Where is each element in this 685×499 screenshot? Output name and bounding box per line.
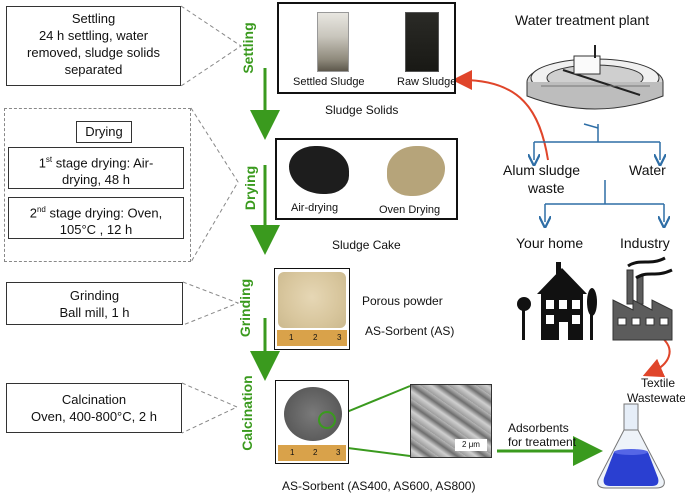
- drying-title: Drying: [85, 124, 123, 139]
- grinding-step-box: Grinding Ball mill, 1 h: [6, 282, 183, 325]
- sem-micrograph: 2 μm: [410, 384, 492, 458]
- scale-bar-label: 2 μm: [462, 440, 480, 449]
- settled-sludge-caption: Settled Sludge: [293, 76, 365, 88]
- calcination-step-box: Calcination Oven, 400-800°C, 2 h: [6, 383, 182, 433]
- alum-sludge-label: Alum sludge: [503, 162, 581, 178]
- settling-box-line: 24 h settling, water: [38, 28, 149, 43]
- raw-sludge-caption: Raw Sludge: [397, 76, 457, 88]
- ruler: 1 2 3: [278, 445, 346, 461]
- settling-photo: Settled Sludge Raw Sludge: [277, 2, 456, 94]
- settling-box-line: removed, sludge solids: [27, 45, 160, 60]
- calcination-box-line: Oven, 400-800°C, 2 h: [31, 409, 157, 424]
- red-arrow-sludge-return: [452, 70, 549, 161]
- your-home-label: Your home: [516, 235, 584, 251]
- industry-label: Industry: [620, 235, 670, 251]
- plant-title: Water treatment plant: [515, 12, 650, 28]
- calcination-callout: [181, 382, 239, 434]
- calcination-photo: 1 2 3: [275, 380, 349, 464]
- stage-label-calcination: Calcination: [239, 375, 255, 451]
- air-drying-caption: Air-drying: [291, 202, 339, 214]
- for-treatment-label: for treatment: [508, 435, 577, 449]
- grinding-box-title: Grinding: [69, 288, 120, 303]
- sludge-solids-label: Sludge Solids: [325, 103, 399, 117]
- house-illustration: [517, 262, 597, 340]
- stage-label-grinding: Grinding: [237, 278, 253, 338]
- alum-sludge-waste-label: waste: [528, 180, 565, 196]
- ruler: 1 2 3: [277, 330, 347, 346]
- grinding-callout: [182, 281, 240, 326]
- water-label: Water: [629, 162, 666, 178]
- raw-sludge-beaker: [405, 12, 439, 72]
- settling-callout: [180, 5, 242, 87]
- drying-photo: Air-drying Oven Drying: [275, 138, 458, 220]
- textile-label: Textile: [641, 376, 676, 390]
- grinding-photo: 1 2 3: [274, 268, 350, 350]
- oven-drying-caption: Oven Drying: [379, 204, 441, 216]
- red-arrow-textile: [642, 335, 671, 378]
- wastewater-label: Wastewater: [627, 391, 685, 405]
- drying-group: [4, 108, 191, 262]
- treatment-plant-illustration: [526, 45, 664, 110]
- stage-label-settling: Settling: [240, 22, 256, 74]
- flask-illustration: [597, 403, 665, 489]
- porous-powder-label: Porous powder: [362, 294, 443, 308]
- porous-powder-image: [278, 272, 346, 328]
- stage-label-drying: Drying: [242, 165, 258, 211]
- drying-callout: [190, 107, 239, 263]
- magnifier-circle: [318, 411, 336, 429]
- factory-illustration: [612, 256, 673, 341]
- settling-box-line: separated: [64, 62, 123, 77]
- adsorbents-label: Adsorbents: [508, 421, 569, 435]
- air-dried-sludge: [289, 146, 349, 194]
- oven-dried-sludge: [387, 146, 445, 196]
- drying-stage2-box: 2nd stage drying: Oven, 105°C , 12 h: [8, 197, 184, 239]
- settled-sludge-beaker: [317, 12, 349, 72]
- sludge-cake-label: Sludge Cake: [332, 238, 401, 252]
- as-sorbent-label: AS-Sorbent (AS): [365, 324, 455, 338]
- drying-stage1-box: 1st stage drying: Air- drying, 48 h: [8, 147, 184, 189]
- drying-title-box: Drying: [76, 121, 132, 143]
- settling-box-title: Settling: [71, 11, 116, 26]
- calcination-box-title: Calcination: [61, 392, 127, 407]
- as-sorbent-variants-label: AS-Sorbent (AS400, AS600, AS800): [282, 479, 476, 493]
- grinding-box-line: Ball mill, 1 h: [59, 305, 130, 320]
- settling-step-box: Settling 24 h settling, water removed, s…: [6, 6, 181, 86]
